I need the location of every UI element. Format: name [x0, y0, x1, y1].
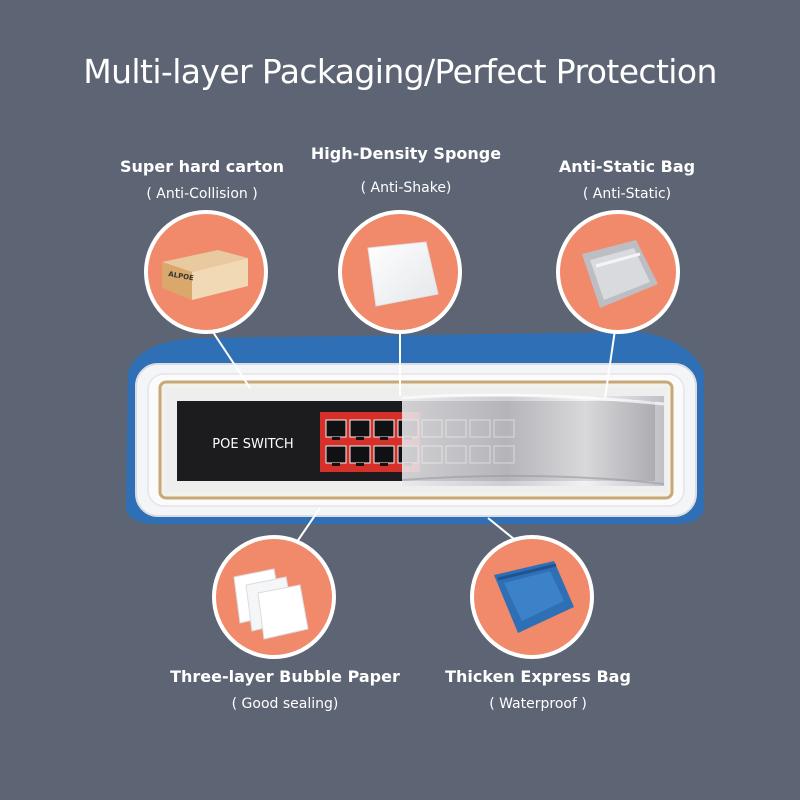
bubble-label-group: Three-layer Bubble Paper ( Good sealing) [155, 667, 415, 712]
carton-box-icon: ALPOE [162, 250, 248, 300]
sponge-subtitle: ( Anti-Shake) [360, 180, 452, 196]
ethernet-port [325, 445, 347, 464]
ethernet-port [493, 419, 515, 438]
ethernet-port [349, 445, 371, 464]
ethernet-port-notch [332, 463, 340, 466]
sponge-label-group: High-Density Sponge ( Anti-Shake) [276, 144, 536, 196]
bubble-paper-icon [233, 568, 309, 640]
sponge-title: High-Density Sponge [310, 144, 502, 163]
ethernet-port [493, 445, 515, 464]
ethernet-port-notch [356, 463, 364, 466]
sponge-sheet-icon [367, 241, 439, 307]
ethernet-port [469, 445, 491, 464]
bubble-circle [212, 535, 336, 659]
static-bag-circle [556, 210, 680, 334]
ethernet-port [469, 419, 491, 438]
sponge-circle [338, 210, 462, 334]
carton-circle: ALPOE [144, 210, 268, 334]
static-bag-title: Anti-Static Bag [558, 157, 696, 176]
express-subtitle: ( Waterproof ) [489, 696, 587, 712]
ethernet-port-notch [332, 437, 340, 440]
carton-label-group: Super hard carton ( Anti-Collision ) [72, 157, 332, 202]
ethernet-port [325, 419, 347, 438]
bubble-title: Three-layer Bubble Paper [170, 667, 400, 686]
ghost-port-grid [421, 419, 515, 464]
static-bag-label-group: Anti-Static Bag ( Anti-Static) [497, 157, 757, 202]
ethernet-port [373, 419, 395, 438]
express-circle [470, 535, 594, 659]
anti-static-bag-icon [582, 240, 658, 308]
express-title: Thicken Express Bag [445, 667, 631, 686]
ethernet-port [445, 419, 467, 438]
carton-title: Super hard carton [120, 157, 284, 176]
ethernet-port [349, 419, 371, 438]
ethernet-port [445, 445, 467, 464]
anti-static-bag-overlay [402, 396, 664, 486]
carton-subtitle: ( Anti-Collision ) [146, 186, 258, 202]
ethernet-port-notch [380, 463, 388, 466]
ethernet-port-notch [356, 437, 364, 440]
ethernet-port [421, 445, 443, 464]
express-bag-icon [494, 561, 574, 633]
ethernet-port [421, 419, 443, 438]
static-bag-pointer [604, 329, 616, 399]
switch-label: POE SWITCH [212, 437, 293, 452]
ethernet-port-notch [380, 437, 388, 440]
static-bag-subtitle: ( Anti-Static) [582, 186, 672, 202]
ethernet-port [373, 445, 395, 464]
page-title: Multi-layer Packaging/Perfect Protection [83, 52, 717, 91]
express-label-group: Thicken Express Bag ( Waterproof ) [408, 667, 668, 712]
bubble-subtitle: ( Good sealing) [231, 696, 339, 712]
